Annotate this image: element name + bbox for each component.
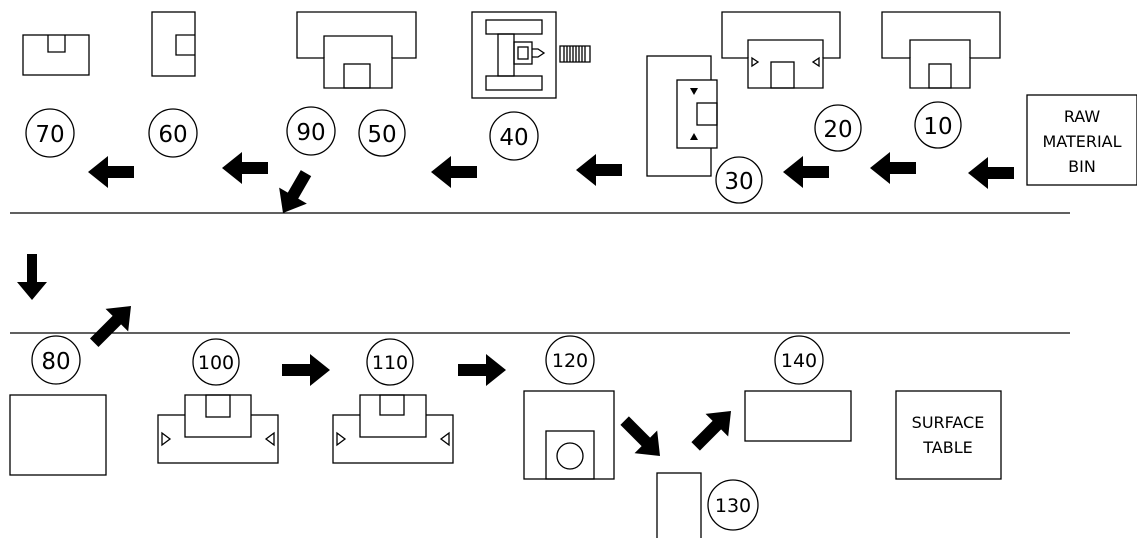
flow-arrow-60-to-70 [88,156,134,188]
flow-arrow-90-to-aisle [279,170,312,213]
station-20-label: 20 [823,117,852,143]
machine-100 [157,394,279,464]
station-140-label: 140 [781,350,817,372]
station-70-label: 70 [35,122,64,148]
machine-70 [22,34,90,76]
flow-arrow-110-to-120 [458,354,506,386]
station-10-badge: 10 [914,101,962,149]
machine-10 [881,11,1001,89]
flow-arrow-down-to-80 [17,254,47,300]
flow-arrow-130-to-140 [691,411,731,451]
surface-table-label-line-2: TABLE [922,438,972,457]
flow-arrow-30-to-40 [576,154,622,186]
station-90-badge: 90 [286,106,336,156]
station-50-label: 50 [367,122,396,148]
station-60-badge: 60 [148,108,198,158]
station-120-badge: 120 [545,335,595,385]
surface-table: SURFACE TABLE [895,390,1002,480]
station-100-label: 100 [198,352,234,374]
machine-90-50 [296,11,417,89]
station-30-badge: 30 [715,156,763,204]
station-80-badge: 80 [31,335,81,385]
station-70-badge: 70 [25,108,75,158]
flow-arrow-80-up-right [89,306,131,348]
raw-bin-label-line-1: RAW [1064,107,1101,126]
machine-130 [656,472,702,538]
station-40-badge: 40 [489,111,539,161]
station-140-badge: 140 [774,335,824,385]
station-110-label: 110 [372,352,408,374]
station-80-label: 80 [41,349,70,375]
machine-60 [151,11,196,77]
machine-20 [721,11,841,89]
flow-arrow-20-to-30 [783,156,829,188]
machine-40 [471,11,591,99]
station-90-label: 90 [296,120,325,146]
flow-arrow-120-to-130 [620,416,660,456]
station-60-label: 60 [158,122,187,148]
raw-bin-label-line-3: BIN [1068,157,1096,176]
flow-arrow-40-to-50 [431,156,477,188]
station-120-label: 120 [552,350,588,372]
flow-arrow-100-to-110 [282,354,330,386]
station-110-badge: 110 [366,338,414,386]
machine-80 [9,394,107,476]
station-130-label: 130 [715,495,751,517]
raw-material-bin: RAW MATERIAL BIN [1026,94,1137,186]
flow-arrow-10-to-20 [870,152,916,184]
raw-bin-label-line-2: MATERIAL [1042,132,1121,151]
flow-arrow-90-to-60 [222,152,268,184]
station-20-badge: 20 [814,104,862,152]
flow-arrow-bin-to-10 [968,157,1014,189]
machine-110 [332,394,454,464]
station-50-badge: 50 [358,109,406,157]
station-10-label: 10 [923,114,952,140]
surface-table-label-line-1: SURFACE [912,413,985,432]
machine-120 [523,390,615,480]
station-130-badge: 130 [707,479,759,531]
station-40-label: 40 [499,125,528,151]
machine-30 [646,55,718,177]
station-30-label: 30 [724,169,753,195]
station-100-badge: 100 [192,338,240,386]
machine-140 [744,390,852,442]
